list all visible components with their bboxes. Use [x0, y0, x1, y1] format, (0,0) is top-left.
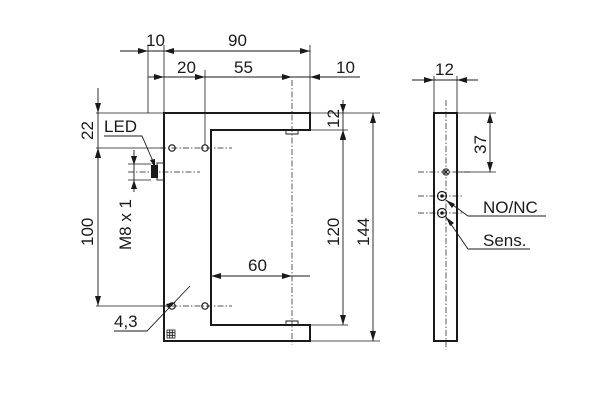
arrow-100-bottom [95, 296, 101, 306]
dim-100: 100 [78, 218, 97, 246]
arrow-120-top [340, 130, 346, 140]
dim-hole-diameter: 4,3 [114, 312, 138, 331]
arrow-12-side-right [457, 77, 467, 83]
sensitivity-label: Sens. [483, 231, 526, 250]
sensitivity-leader [445, 216, 530, 250]
arrow-20-left [154, 74, 164, 80]
arrow-12-arm-top [340, 104, 346, 113]
front-view: 90 10 20 55 10 22 100 LED [78, 31, 380, 345]
led-indicator-icon [151, 165, 158, 178]
dim-90: 90 [228, 31, 247, 50]
arrow-20-right [195, 74, 205, 80]
arrow-22-top [95, 103, 101, 113]
arrow-90-right [300, 48, 310, 54]
dim-20: 20 [177, 58, 196, 77]
dim-22: 22 [78, 121, 97, 140]
dim-144: 144 [354, 218, 373, 246]
label-grid-icon [166, 329, 176, 339]
dim-120: 120 [324, 218, 343, 246]
slot-notch-bottom [285, 320, 299, 325]
arrow-144-bottom [370, 331, 376, 341]
arrow-12-side-left [424, 77, 434, 83]
side-body-outline [433, 112, 458, 342]
side-view: 12 37 NO/NC Sens. [412, 60, 546, 350]
hole-leader-arrow [166, 302, 176, 308]
led-leader-arrow [150, 159, 155, 168]
led-housing [156, 162, 165, 181]
hole-leader [114, 285, 191, 332]
arrow-120-bottom [340, 315, 346, 325]
dim-55: 55 [234, 58, 253, 77]
arrow-55-right [282, 74, 292, 80]
arrow-m8-bottom [131, 180, 137, 189]
dim-12-arm: 12 [324, 109, 343, 128]
arrow-60-left [211, 273, 221, 279]
arrow-37-bottom [487, 162, 493, 172]
arrow-10-right [310, 74, 320, 80]
arrow-37-top [487, 113, 493, 123]
connector-label: M8 x 1 [116, 199, 135, 250]
led-leader [104, 135, 156, 167]
sensitivity-leader-arrow [446, 217, 454, 226]
dim-10-left: 10 [146, 31, 165, 50]
arrow-10-left [138, 48, 148, 54]
arrow-100-top [95, 148, 101, 158]
dim-12-side: 12 [435, 60, 454, 79]
dim-60: 60 [248, 256, 267, 275]
dim-37: 37 [471, 135, 490, 154]
arrow-60-right [282, 273, 292, 279]
arrow-144-top [370, 113, 376, 123]
arrow-90-left [164, 48, 174, 54]
arrow-m8-top [131, 156, 137, 165]
output-label: NO/NC [483, 198, 538, 217]
dim-10-right: 10 [336, 58, 355, 77]
output-leader-arrow [446, 200, 455, 208]
led-label: LED [104, 117, 137, 136]
sensor-body-outline [163, 112, 311, 342]
